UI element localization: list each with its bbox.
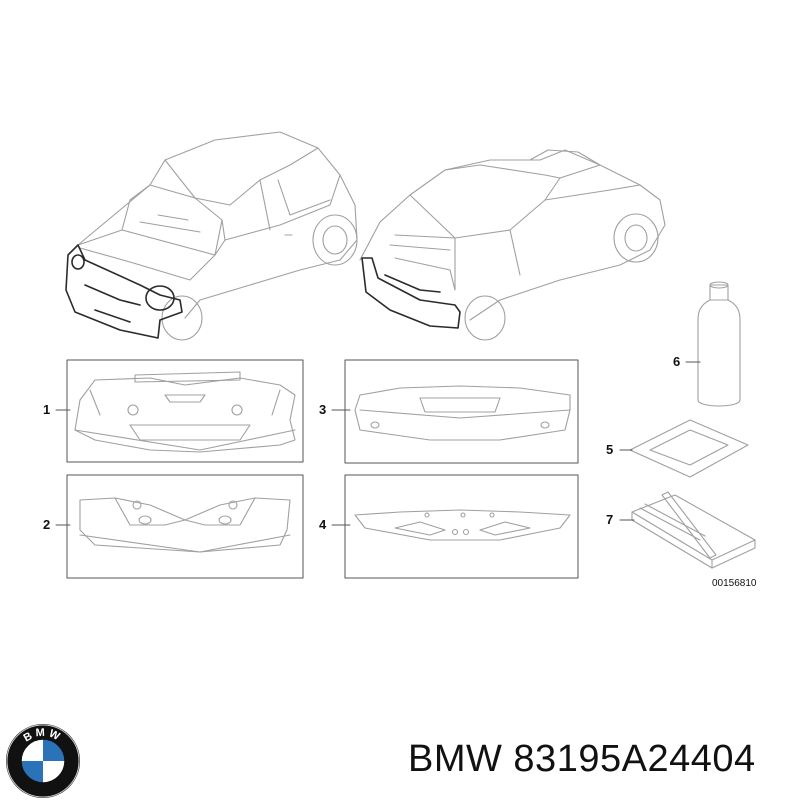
panel-3-rear-bumper-cover — [344, 359, 579, 464]
front-car-illustration — [77, 131, 358, 341]
diagram-reference-number: 00156810 — [712, 578, 757, 589]
item-5-pad — [629, 419, 749, 478]
callout-6: 6 — [673, 354, 681, 369]
item-6-bottle — [697, 281, 741, 407]
callout-2: 2 — [43, 517, 51, 532]
panel-4-rear-lower-trim — [344, 474, 579, 579]
item-7-repair-kit — [631, 491, 756, 569]
bmw-logo-text: BMW — [22, 727, 62, 745]
panel-2-front-lower-trim — [66, 474, 304, 579]
panel-1-front-bumper-cover — [66, 359, 304, 463]
callout-leaders — [55, 361, 701, 526]
callout-3: 3 — [319, 402, 327, 417]
callout-4: 4 — [319, 517, 327, 532]
callout-5: 5 — [606, 442, 614, 457]
part-number-caption: BMW 83195A24404 — [408, 738, 756, 780]
callout-7: 7 — [606, 512, 614, 527]
rear-car-illustration — [359, 149, 666, 341]
rear-bumper-highlight — [361, 257, 461, 329]
callout-1: 1 — [43, 402, 51, 417]
svg-text:BMW: BMW — [22, 727, 65, 745]
bmw-logo: BMW — [6, 724, 80, 798]
front-bumper-highlight — [65, 244, 183, 339]
